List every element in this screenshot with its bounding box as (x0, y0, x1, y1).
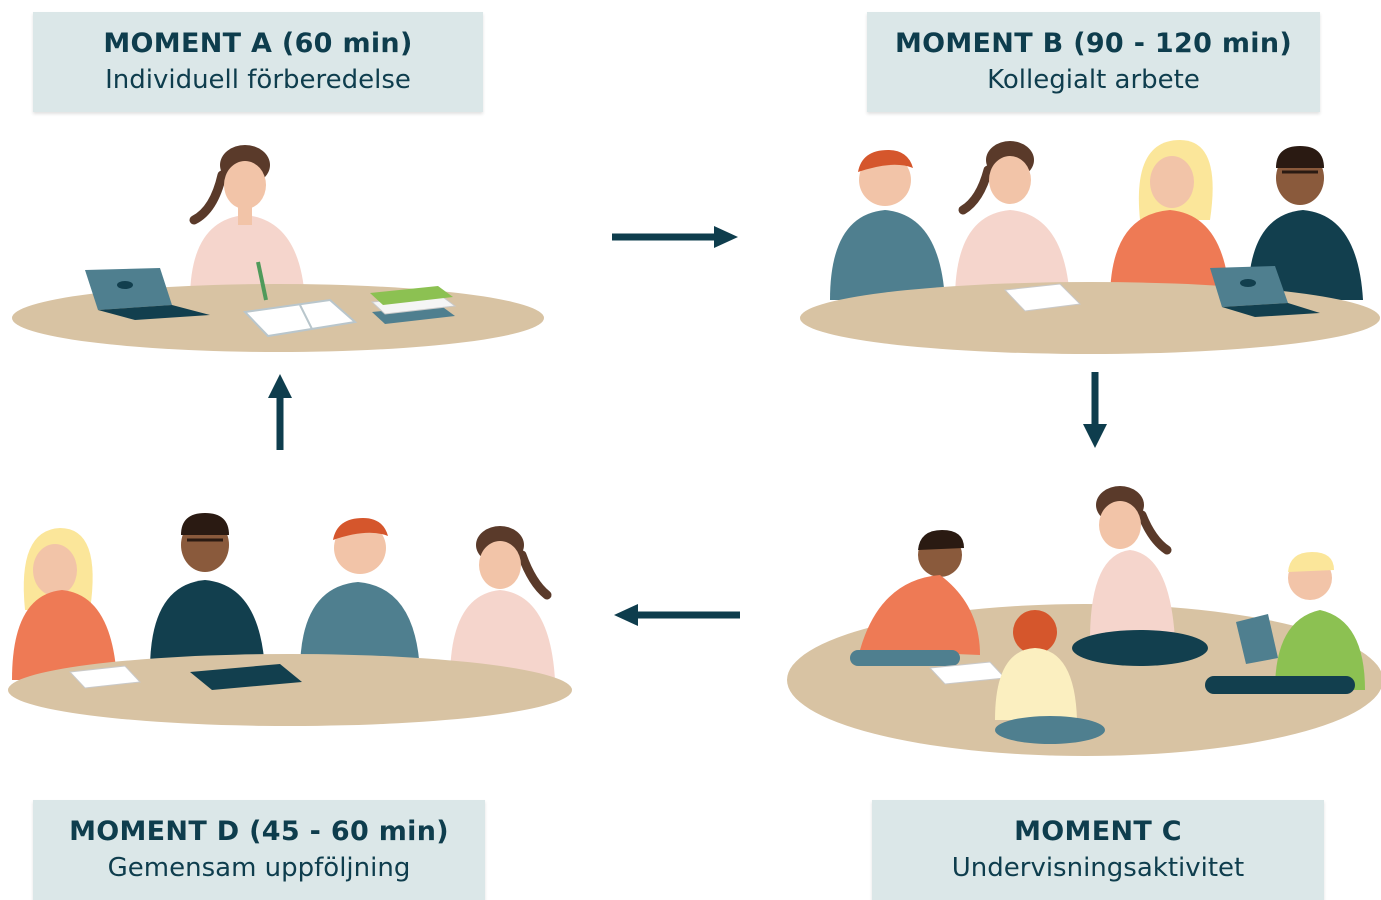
redhead-man-figure (830, 150, 945, 300)
moment-d-subtitle: Gemensam uppföljning (107, 853, 411, 883)
arrow-right-icon (612, 226, 738, 248)
arrow-up-icon (268, 374, 292, 450)
laptop-icon (85, 268, 210, 320)
scene-b-collegial (800, 140, 1380, 354)
child-orange-figure (850, 530, 980, 666)
girl-yellow-figure (995, 610, 1105, 744)
moment-b-title: MOMENT B (90 - 120 min) (894, 28, 1293, 59)
table-d (8, 654, 572, 726)
moment-b-subtitle: Kollegialt arbete (987, 65, 1200, 95)
woman-teacher-figure (189, 145, 305, 300)
moment-d-title: MOMENT D (45 - 60 min) (69, 816, 449, 847)
moment-d-label: MOMENT D (45 - 60 min) Gemensam uppföljn… (33, 800, 485, 900)
table-b (800, 282, 1380, 354)
moment-a-title: MOMENT A (60 min) (103, 28, 413, 59)
laptop-icon (1210, 266, 1320, 317)
woman-ponytail-figure (955, 141, 1070, 300)
moment-c-subtitle: Undervisningsaktivitet (951, 853, 1245, 883)
moment-c-label: MOMENT C Undervisningsaktivitet (872, 800, 1324, 900)
blond-boy-green-figure (1205, 552, 1365, 694)
scene-c-teaching (787, 486, 1381, 756)
woman-ponytail-figure (450, 526, 555, 680)
blonde-woman-figure (12, 528, 117, 680)
scene-a-individual (12, 145, 544, 352)
man-glasses-figure (150, 513, 265, 670)
moment-a-label: MOMENT A (60 min) Individuell förberedel… (33, 12, 483, 112)
scene-d-followup (8, 513, 572, 726)
moment-a-subtitle: Individuell förberedelse (105, 65, 411, 95)
arrow-down-icon (1083, 372, 1107, 448)
arrow-left-icon (614, 604, 740, 626)
teacher-sitting-figure (1072, 486, 1208, 666)
moment-b-label: MOMENT B (90 - 120 min) Kollegialt arbet… (867, 12, 1320, 112)
man-glasses-figure (1248, 146, 1363, 300)
books-stack-icon (370, 286, 457, 324)
paper-icon (68, 665, 142, 689)
paper-icon (1003, 283, 1082, 312)
closed-laptop-icon (190, 664, 302, 690)
blonde-woman-figure (1110, 140, 1230, 300)
moment-c-title: MOMENT C (1014, 816, 1182, 847)
redhead-man-figure (300, 518, 420, 672)
notebook-icon (242, 261, 358, 338)
